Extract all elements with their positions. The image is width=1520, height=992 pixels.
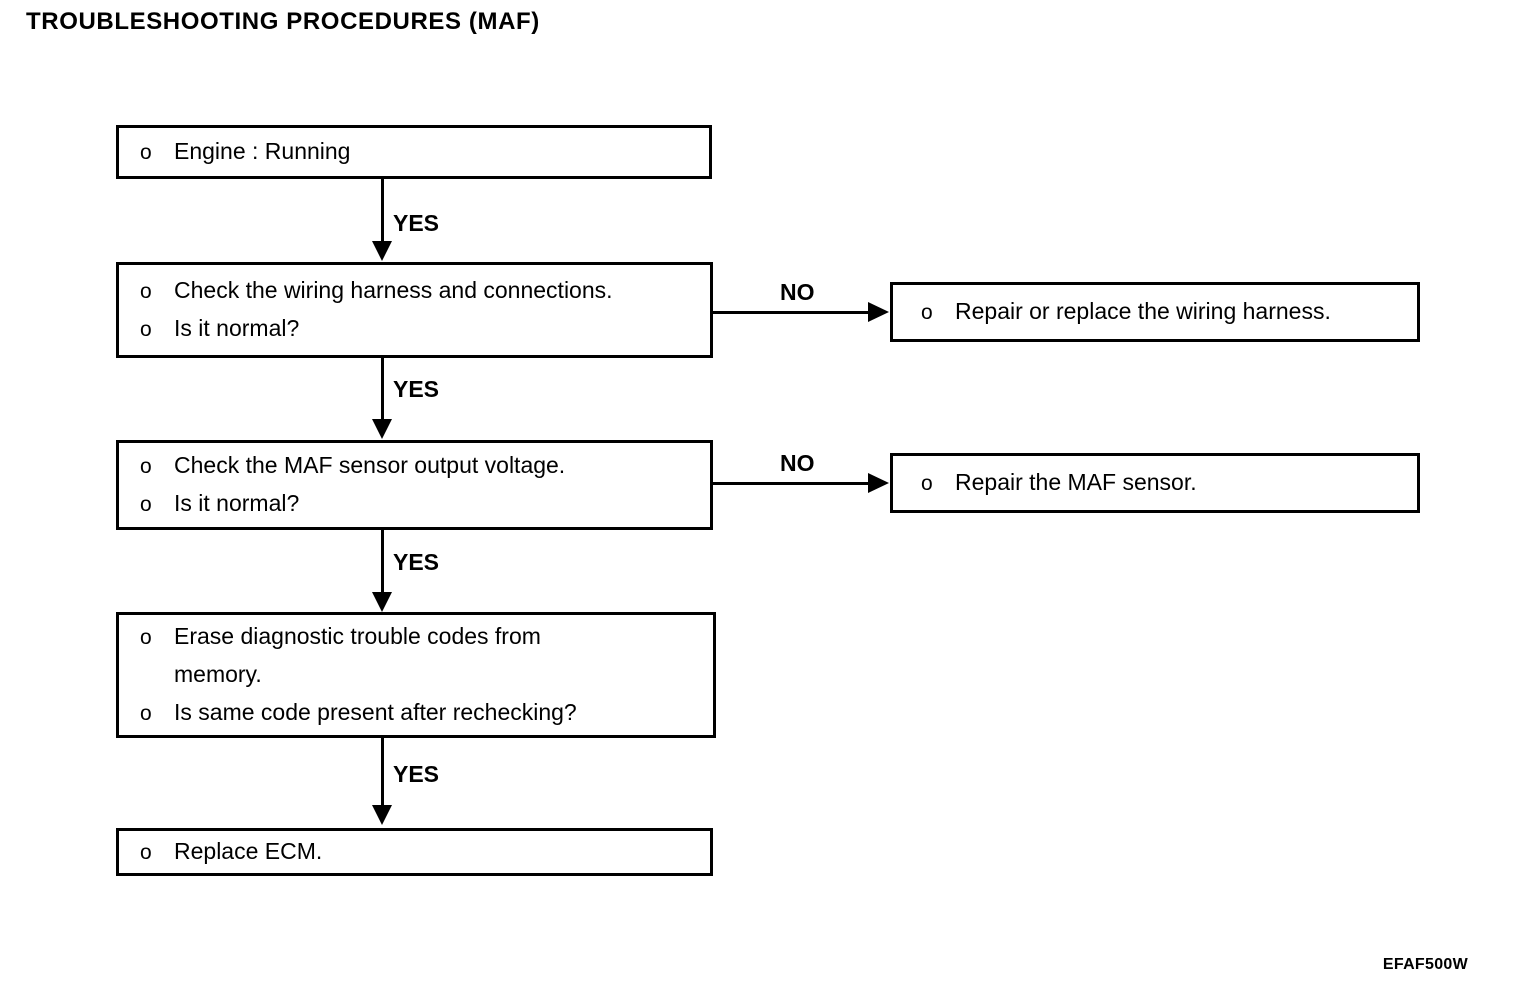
connector-line-yes-3 — [381, 530, 384, 594]
flow-node-repair-maf: o Repair the MAF sensor. — [890, 453, 1420, 513]
flow-node-check-maf-voltage: o Check the MAF sensor output voltage. o… — [116, 440, 713, 530]
node-text-block: o Check the MAF sensor output voltage. o… — [119, 443, 710, 527]
node-line: o Is it normal? — [140, 485, 710, 523]
edge-label-yes-1: YES — [393, 210, 440, 236]
edge-label-yes-2: YES — [393, 376, 440, 402]
flow-node-erase-codes: o Erase diagnostic trouble codes from o … — [116, 612, 716, 738]
node-line-text: Check the wiring harness and connections… — [174, 277, 613, 303]
connector-line-no-1 — [713, 311, 870, 314]
node-line: o Is same code present after rechecking? — [140, 694, 713, 732]
edge-label-yes-4: YES — [393, 761, 440, 787]
flow-node-replace-ecm: o Replace ECM. — [116, 828, 713, 876]
node-line-text: Is it normal? — [174, 315, 300, 341]
connector-line-yes-4 — [381, 738, 384, 807]
edge-label-no-2: NO — [780, 450, 815, 476]
node-line-continuation: o memory. — [140, 656, 713, 694]
page-title: TROUBLESHOOTING PROCEDURES (MAF) — [26, 8, 540, 35]
bullet-marker: o — [140, 626, 152, 649]
node-line-text: Replace ECM. — [174, 838, 323, 864]
bullet-marker: o — [921, 301, 933, 324]
node-text-block: o Check the wiring harness and connectio… — [119, 265, 710, 355]
edge-label-no-1: NO — [780, 279, 815, 305]
connector-line-no-2 — [713, 482, 870, 485]
bullet-marker: o — [140, 141, 152, 164]
bullet-marker: o — [140, 280, 152, 303]
arrow-head-no-2 — [868, 473, 889, 493]
arrow-head-yes-2 — [372, 419, 392, 439]
bullet-marker: o — [140, 455, 152, 478]
node-line-text: Check the MAF sensor output voltage. — [174, 452, 566, 478]
bullet-marker: o — [140, 702, 152, 725]
node-line-text: memory. — [174, 661, 262, 687]
arrow-head-yes-4 — [372, 805, 392, 825]
node-line: o Check the MAF sensor output voltage. — [140, 447, 710, 485]
node-text-block: o Repair or replace the wiring harness. — [893, 285, 1417, 339]
node-line-text: Engine : Running — [174, 138, 351, 164]
node-line: o Repair the MAF sensor. — [921, 464, 1417, 502]
bullet-marker: o — [140, 318, 152, 341]
node-line: o Repair or replace the wiring harness. — [921, 293, 1417, 331]
node-text-block: o Repair the MAF sensor. — [893, 456, 1417, 510]
node-line: o Check the wiring harness and connectio… — [140, 272, 710, 310]
node-line-text: Repair or replace the wiring harness. — [955, 298, 1331, 324]
node-text-block: o Erase diagnostic trouble codes from o … — [119, 615, 713, 735]
node-text-block: o Engine : Running — [119, 128, 709, 176]
connector-line-yes-1 — [381, 179, 384, 243]
figure-code: EFAF500W — [1382, 956, 1468, 973]
connector-line-yes-2 — [381, 358, 384, 421]
node-line: o Engine : Running — [140, 133, 709, 171]
node-line: o Is it normal? — [140, 310, 710, 348]
bullet-marker: o — [140, 841, 152, 864]
arrow-head-no-1 — [868, 302, 889, 322]
node-line: o Erase diagnostic trouble codes from — [140, 618, 713, 656]
node-line-text: Erase diagnostic trouble codes from — [174, 623, 541, 649]
bullet-marker: o — [140, 493, 152, 516]
node-text-block: o Replace ECM. — [119, 831, 710, 873]
node-line-text: Repair the MAF sensor. — [955, 469, 1197, 495]
node-line-text: Is same code present after rechecking? — [174, 699, 577, 725]
node-line-text: Is it normal? — [174, 490, 300, 516]
flow-node-check-wiring: o Check the wiring harness and connectio… — [116, 262, 713, 358]
flow-node-repair-wiring: o Repair or replace the wiring harness. — [890, 282, 1420, 342]
bullet-marker: o — [921, 472, 933, 495]
arrow-head-yes-3 — [372, 592, 392, 612]
edge-label-yes-3: YES — [393, 549, 440, 575]
arrow-head-yes-1 — [372, 241, 392, 261]
flow-node-engine-running: o Engine : Running — [116, 125, 712, 179]
node-line: o Replace ECM. — [140, 833, 710, 871]
